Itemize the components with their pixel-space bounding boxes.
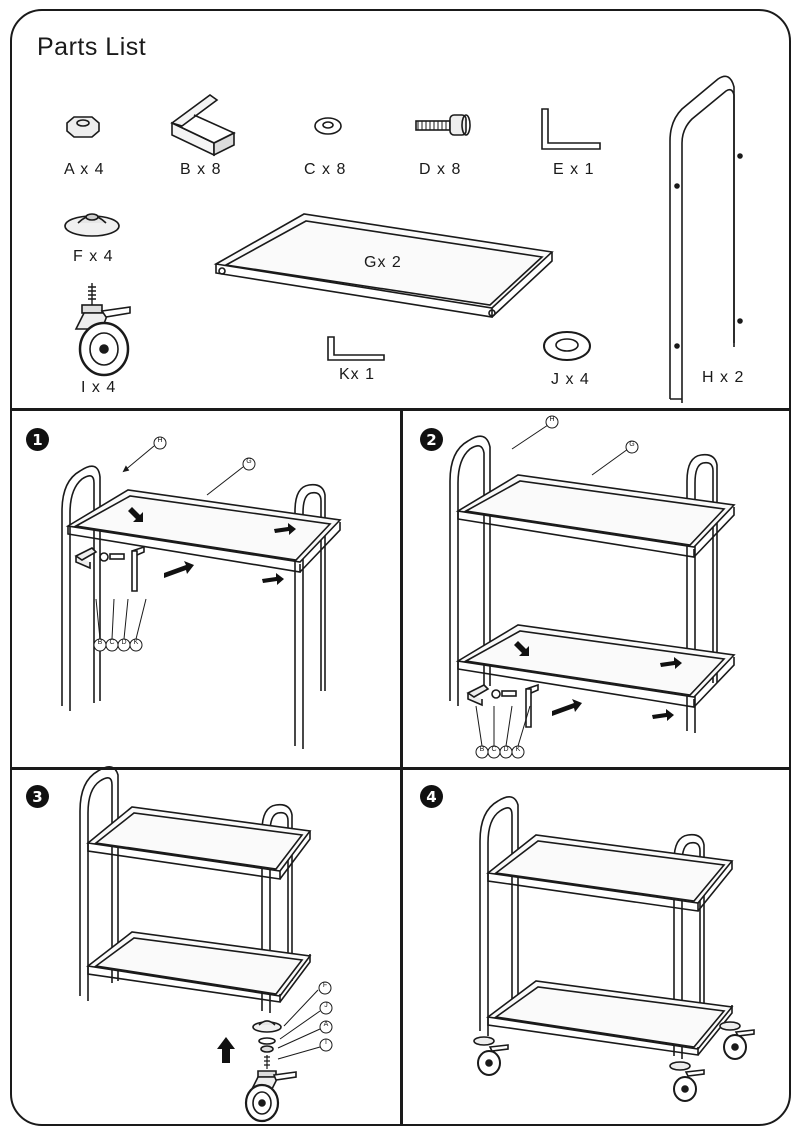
- step-1-callout-c: C: [109, 639, 115, 646]
- step-1-callout-g: G: [246, 458, 252, 465]
- washer-icon: [314, 117, 342, 135]
- step-2-callout-k: K: [515, 746, 521, 753]
- part-label-g: Gx 2: [364, 254, 402, 271]
- instruction-sheet: Parts List: [10, 9, 791, 1126]
- large-washer-icon: [543, 331, 591, 361]
- part-label-a: A x 4: [64, 161, 105, 178]
- caster-front-right-icon: [669, 1061, 705, 1102]
- bracket-icon: [170, 94, 236, 157]
- caster-front-left-icon: [473, 1036, 509, 1076]
- step-1-callouts: [93, 436, 256, 652]
- step-1-callout-d: D: [121, 639, 127, 646]
- step-number-4: 4: [420, 785, 443, 808]
- parts-list-title: Parts List: [37, 33, 147, 61]
- step-number-3: 3: [26, 785, 49, 808]
- bolt-icon: [415, 114, 471, 136]
- step-1-illustration: [61, 436, 342, 749]
- part-label-b: B x 8: [180, 161, 222, 178]
- step-3-illustration: [79, 766, 333, 1123]
- caster-wheel-icon: [74, 283, 131, 377]
- step-1-callout-b: B: [97, 639, 103, 646]
- step-3-callout-f: F: [322, 982, 328, 989]
- divider-steps-columns: [400, 408, 403, 1124]
- step-3-callout-i: I: [325, 1039, 327, 1046]
- part-label-e: E x 1: [553, 161, 595, 178]
- part-label-i: I x 4: [81, 379, 117, 396]
- part-label-j: J x 4: [551, 371, 590, 388]
- part-label-k: Kx 1: [339, 366, 376, 383]
- step-3-callout-j: J: [324, 1002, 328, 1009]
- step-number-2: 2: [420, 428, 443, 451]
- step-2-callout-c: C: [491, 746, 497, 753]
- hex-nut-icon: [66, 116, 100, 138]
- step-1-callout-h: H: [157, 437, 163, 444]
- part-label-f: F x 4: [73, 248, 114, 265]
- part-label-h: H x 2: [702, 369, 745, 386]
- step-3-callout-a: A: [323, 1021, 329, 1028]
- step-2-callouts: [475, 415, 639, 759]
- u-tube-frame-icon: [669, 75, 743, 403]
- shelf-frame-icon: [213, 213, 554, 318]
- parts-illustrations: [64, 75, 743, 403]
- step-2-callout-d: D: [503, 746, 509, 753]
- step-number-1: 1: [26, 428, 49, 451]
- step-2-illustration: [449, 415, 736, 759]
- part-label-d: D x 8: [419, 161, 462, 178]
- step-2-callout-h: H: [549, 416, 555, 423]
- part-label-c: C x 8: [304, 161, 347, 178]
- step-2-callout-g: G: [629, 441, 635, 448]
- caster-cap-icon: [64, 213, 120, 237]
- allen-key-icon: [541, 108, 601, 150]
- caster-back-right-icon: [719, 1021, 755, 1060]
- step-1-callout-k: K: [133, 639, 139, 646]
- step-3-callouts: [318, 981, 333, 1052]
- allen-key-icon: [327, 336, 385, 361]
- step-2-callout-b: B: [479, 746, 485, 753]
- step-4-illustration: [473, 796, 755, 1102]
